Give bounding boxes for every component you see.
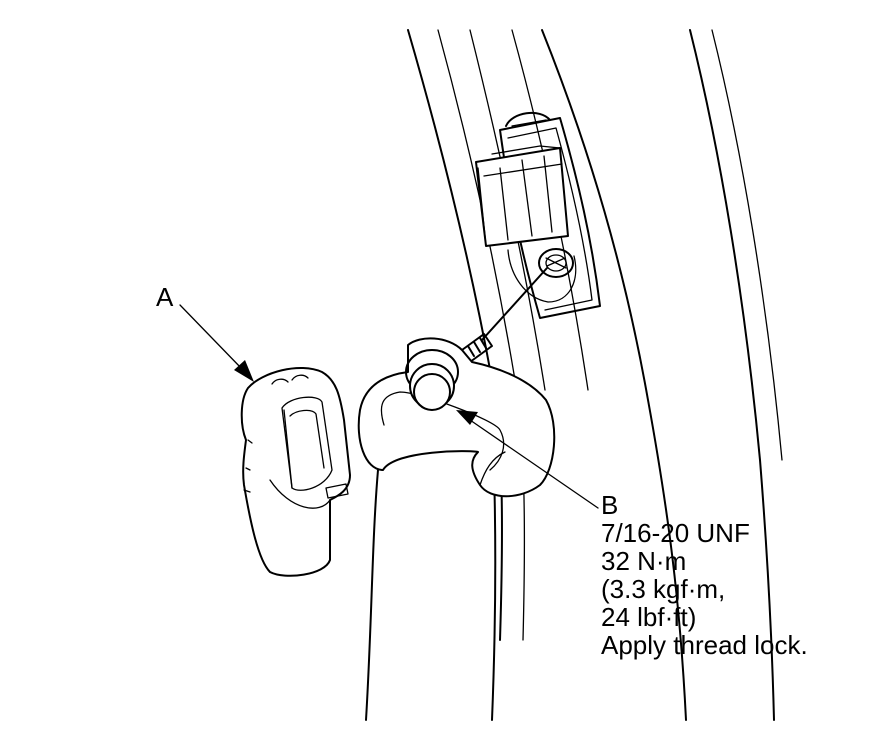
- thread-spec: 7/16-20 UNF: [601, 518, 750, 548]
- leader-arrow-a: [179, 304, 254, 382]
- anchor-nut: [538, 248, 574, 278]
- label-a: A: [156, 282, 174, 312]
- anchor-cover-a: [240, 367, 351, 577]
- torque-lbf: 24 lbf·ft): [601, 602, 697, 632]
- bolt-thread: [461, 333, 493, 363]
- anchor-mount-recess: [475, 111, 601, 319]
- callout-b: B 7/16-20 UNF 32 N·m (3.3 kgf·m, 24 lbf·…: [601, 491, 808, 659]
- bolt-axis-line: [481, 267, 548, 341]
- anchor-plate: [357, 337, 556, 498]
- torque-kgf: (3.3 kgf·m,: [601, 574, 726, 604]
- thread-lock-note: Apply thread lock.: [601, 630, 808, 660]
- bolt-b: [409, 363, 455, 411]
- label-b: B: [601, 490, 619, 520]
- leader-arrow-b: [456, 410, 599, 509]
- torque-nm: 32 N·m: [601, 546, 687, 576]
